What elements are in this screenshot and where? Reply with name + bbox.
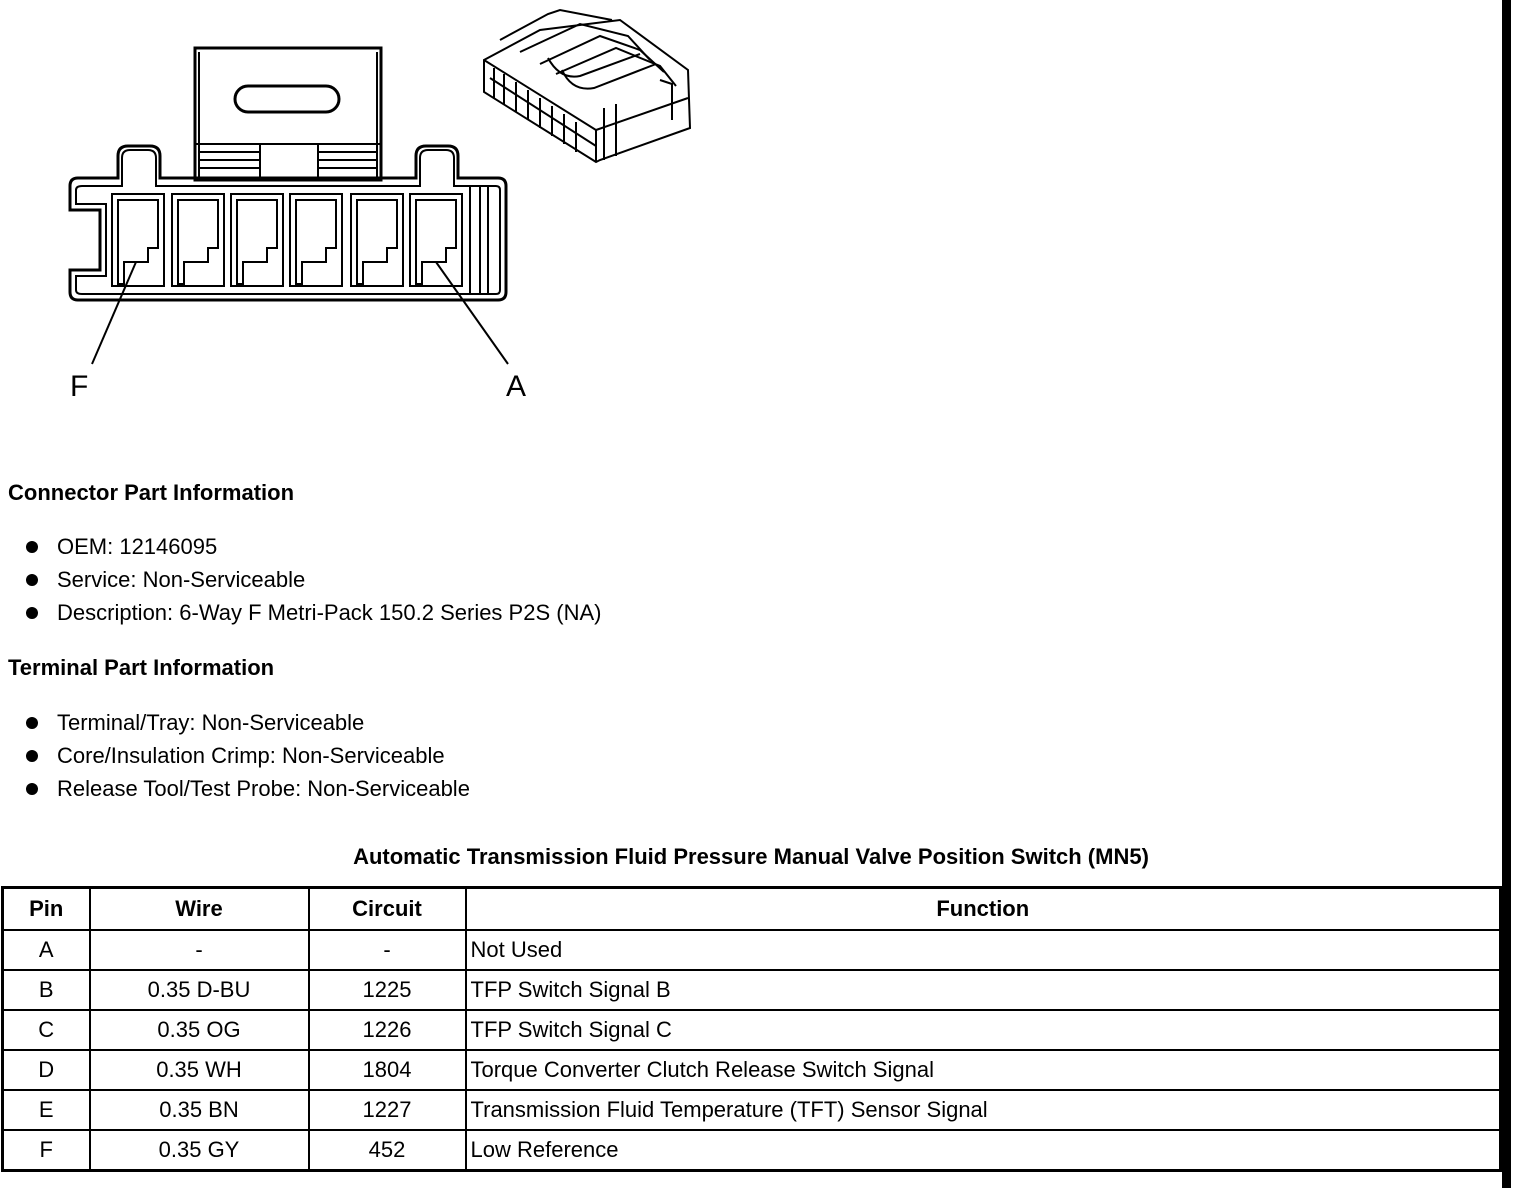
table-row: F 0.35 GY 452 Low Reference [1, 1129, 1502, 1172]
list-item: Core/Insulation Crimp: Non-Serviceable [0, 742, 470, 775]
table-row: B 0.35 D-BU 1225 TFP Switch Signal B [1, 969, 1502, 1011]
cell-function: Low Reference [464, 1129, 1502, 1172]
terminal-part-info-title: Terminal Part Information [8, 655, 275, 680]
header-pin: Pin [1, 886, 91, 931]
cell-wire: 0.35 BN [88, 1089, 310, 1131]
bullet-icon [26, 783, 38, 795]
bullet-icon [26, 750, 38, 762]
connector-oem: OEM: 12146095 [57, 534, 218, 559]
cell-pin: E [1, 1089, 91, 1131]
pin-f-callout: F [70, 370, 89, 403]
header-function: Function [464, 886, 1502, 931]
bullet-icon [26, 574, 38, 586]
table-header-row: Pin Wire Circuit Function [1, 886, 1502, 931]
cell-function: Not Used [464, 929, 1502, 971]
cell-pin: F [1, 1129, 91, 1172]
release-tool-test-probe: Release Tool/Test Probe: Non-Serviceable [57, 776, 470, 801]
cell-wire: 0.35 D-BU [88, 969, 310, 1011]
cell-circuit: 452 [307, 1129, 467, 1172]
connector-diagram: F A [0, 0, 720, 420]
connector-part-info-title: Connector Part Information [8, 480, 295, 505]
core-insulation-crimp: Core/Insulation Crimp: Non-Serviceable [57, 743, 445, 768]
connector-face-drawing [68, 8, 692, 365]
cell-circuit: 1226 [307, 1009, 467, 1051]
table-caption: Automatic Transmission Fluid Pressure Ma… [353, 844, 1149, 869]
terminal-tray: Terminal/Tray: Non-Serviceable [57, 710, 365, 735]
table-row: C 0.35 OG 1226 TFP Switch Signal C [1, 1009, 1502, 1051]
cell-pin: A [1, 929, 91, 971]
cell-wire: 0.35 OG [88, 1009, 310, 1051]
list-item: Terminal/Tray: Non-Serviceable [0, 709, 470, 742]
pin-a-callout: A [506, 370, 527, 403]
cell-circuit: - [307, 929, 467, 971]
list-item: Service: Non-Serviceable [0, 566, 601, 599]
bullet-icon [26, 717, 38, 729]
table-row: E 0.35 BN 1227 Transmission Fluid Temper… [1, 1089, 1502, 1131]
connector-part-info-list: OEM: 12146095 Service: Non-Serviceable D… [0, 533, 601, 632]
table-row: D 0.35 WH 1804 Torque Converter Clutch R… [1, 1049, 1502, 1091]
cell-pin: D [1, 1049, 91, 1091]
right-edge-border [1502, 0, 1511, 1188]
cell-pin: B [1, 969, 91, 1011]
bullet-icon [26, 541, 38, 553]
list-item: OEM: 12146095 [0, 533, 601, 566]
cell-function: TFP Switch Signal C [464, 1009, 1502, 1051]
header-circuit: Circuit [307, 886, 467, 931]
cell-wire: 0.35 GY [88, 1129, 310, 1172]
terminal-part-info-list: Terminal/Tray: Non-Serviceable Core/Insu… [0, 709, 470, 808]
cell-circuit: 1225 [307, 969, 467, 1011]
table-row: A - - Not Used [1, 929, 1502, 971]
cell-circuit: 1227 [307, 1089, 467, 1131]
cell-circuit: 1804 [307, 1049, 467, 1091]
cell-pin: C [1, 1009, 91, 1051]
connector-description: Description: 6-Way F Metri-Pack 150.2 Se… [57, 600, 602, 625]
cell-wire: 0.35 WH [88, 1049, 310, 1091]
cell-function: Transmission Fluid Temperature (TFT) Sen… [464, 1089, 1502, 1131]
cell-function: TFP Switch Signal B [464, 969, 1502, 1011]
pinout-table: Pin Wire Circuit Function A - - Not Used… [1, 886, 1502, 1172]
bullet-icon [26, 607, 38, 619]
list-item: Description: 6-Way F Metri-Pack 150.2 Se… [0, 599, 601, 632]
cell-wire: - [88, 929, 310, 971]
header-wire: Wire [88, 886, 310, 931]
list-item: Release Tool/Test Probe: Non-Serviceable [0, 775, 470, 808]
connector-service: Service: Non-Serviceable [57, 567, 306, 592]
cell-function: Torque Converter Clutch Release Switch S… [464, 1049, 1502, 1091]
